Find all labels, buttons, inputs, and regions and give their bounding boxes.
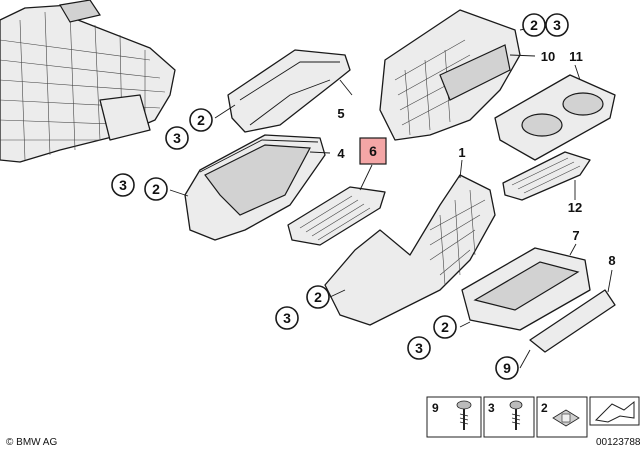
part-8-trim-strip xyxy=(529,289,616,353)
callout-3: 3 xyxy=(407,336,431,360)
svg-text:2: 2 xyxy=(441,319,449,335)
svg-text:9: 9 xyxy=(503,360,511,376)
part-11-cup-holder xyxy=(494,74,616,161)
svg-text:3: 3 xyxy=(283,310,291,326)
callout-2: 2 xyxy=(189,108,213,132)
callouts: 2 3 3 2 3 2 2 3 xyxy=(111,13,616,380)
label-1: 1 xyxy=(458,145,465,160)
part-5-upper-cover xyxy=(227,49,351,133)
part-10-rear-housing xyxy=(379,9,521,141)
arrow-marker-icon xyxy=(594,400,635,423)
svg-text:3: 3 xyxy=(488,401,495,415)
svg-text:3: 3 xyxy=(173,130,181,146)
callout-9: 9 xyxy=(495,356,519,380)
svg-text:3: 3 xyxy=(415,340,423,356)
part-7-drawer xyxy=(461,247,591,331)
callout-2: 2 xyxy=(306,285,330,309)
callout-3: 3 xyxy=(275,306,299,330)
diagram-number: 00123788 xyxy=(596,437,641,448)
part-1-lower-trim xyxy=(324,174,496,326)
console-frame xyxy=(0,0,176,163)
label-12: 12 xyxy=(568,200,582,215)
svg-text:2: 2 xyxy=(197,112,205,128)
callout-2: 2 xyxy=(522,13,546,37)
callout-6-highlighted: 6 xyxy=(359,137,387,165)
svg-text:3: 3 xyxy=(553,17,561,33)
label-7: 7 xyxy=(572,228,579,243)
svg-text:2: 2 xyxy=(314,289,322,305)
part-12-mat xyxy=(502,151,591,201)
callout-3: 3 xyxy=(165,126,189,150)
fastener-legend: 9 3 2 xyxy=(426,396,640,438)
svg-text:3: 3 xyxy=(119,177,127,193)
callout-2: 2 xyxy=(433,315,457,339)
svg-text:2: 2 xyxy=(152,181,160,197)
part-4-storage-tray xyxy=(184,134,326,241)
svg-text:6: 6 xyxy=(369,143,377,159)
callout-3: 3 xyxy=(111,173,135,197)
label-5: 5 xyxy=(337,106,344,121)
label-11: 11 xyxy=(569,49,583,64)
label-10: 10 xyxy=(541,49,555,64)
clip-nut-icon xyxy=(552,409,580,427)
screw-icon xyxy=(456,400,472,430)
screw-icon xyxy=(509,400,523,430)
label-4: 4 xyxy=(337,146,345,161)
callout-2: 2 xyxy=(144,177,168,201)
svg-text:2: 2 xyxy=(530,17,538,33)
callout-3: 3 xyxy=(545,13,569,37)
part-6-mat xyxy=(287,186,386,246)
svg-text:2: 2 xyxy=(541,401,548,415)
label-8: 8 xyxy=(608,253,615,268)
svg-text:9: 9 xyxy=(432,401,439,415)
copyright-text: © BMW AG xyxy=(6,437,57,448)
